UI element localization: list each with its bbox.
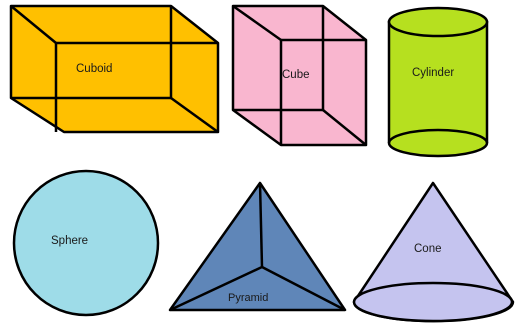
pyramid-edge-right	[261, 265, 346, 312]
pyramid-shape: Pyramid	[168, 181, 347, 312]
cone-label: Cone	[414, 243, 442, 255]
cone-shape: Cone	[352, 181, 515, 323]
cuboid-body	[9, 4, 220, 134]
cylinder-bottom-back-edge	[387, 128, 489, 144]
pyramid-label: Pyramid	[228, 292, 268, 304]
cuboid-label: Cuboid	[76, 63, 112, 75]
pyramid-body	[168, 181, 347, 312]
cuboid-hidden-edge-5	[170, 96, 219, 134]
cuboid-back-edge-top	[10, 5, 57, 44]
pyramid-ridge	[258, 182, 264, 268]
pyramid-edge-left	[169, 265, 263, 312]
cylinder-label: Cylinder	[412, 67, 454, 79]
cone-base	[352, 281, 514, 323]
sphere-label: Sphere	[51, 235, 88, 247]
cylinder-body	[387, 20, 489, 158]
cube-label: Cube	[282, 69, 310, 81]
sphere-body	[12, 169, 160, 317]
cube-edge-1	[232, 4, 282, 42]
sphere-shape: Sphere	[12, 169, 160, 317]
cube-edge-6	[322, 109, 367, 146]
cylinder-top	[387, 6, 489, 38]
cube-shape: Cube	[231, 4, 368, 147]
cylinder-shape: Cylinder	[387, 6, 489, 158]
cuboid-shape: Cuboid	[9, 4, 220, 134]
